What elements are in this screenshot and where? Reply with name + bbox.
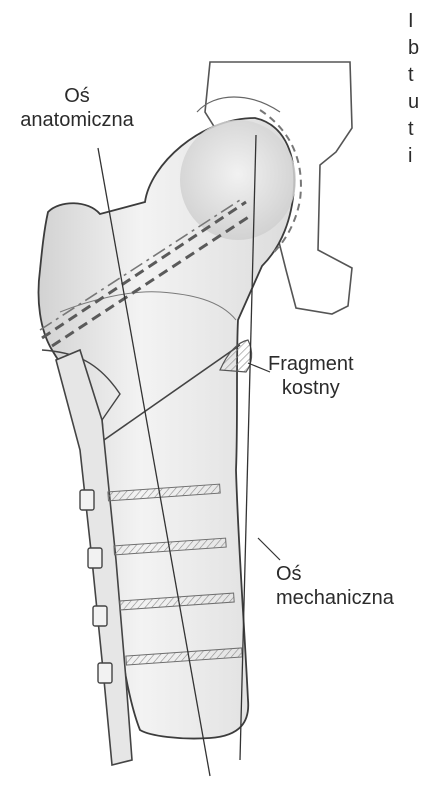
mechanical-axis-label-line-2: mechaniczna [276, 586, 394, 610]
femoral-head [180, 120, 296, 240]
anatomical-axis-label-line-2: anatomiczna [0, 108, 154, 132]
cropped-text-line: t [408, 116, 419, 143]
bone-fragment-label-line-2: kostny [268, 376, 354, 400]
mechanical-axis-label-line-1: Oś [276, 562, 394, 586]
cropped-text-line: I [408, 8, 419, 35]
plate-tab [93, 606, 107, 626]
bone-fragment-label: Fragment kostny [268, 352, 354, 400]
cropped-text-line: b [408, 35, 419, 62]
mechanical-axis-label: Oś mechaniczna [276, 562, 394, 610]
cropped-side-text: I b t u t i [408, 8, 419, 170]
plate-tab [98, 663, 112, 683]
bone-fragment-label-line-1: Fragment [268, 352, 354, 376]
cropped-text-line: t [408, 62, 419, 89]
plate-tab [88, 548, 102, 568]
anatomical-axis-label-line-1: Oś [0, 84, 154, 108]
anatomical-axis-label: Oś anatomiczna [0, 84, 154, 132]
cropped-text-line: i [408, 143, 419, 170]
mechanical-leader-line [258, 538, 280, 560]
fragment-leader-line [248, 363, 270, 372]
plate-tab [80, 490, 94, 510]
cropped-text-line: u [408, 89, 419, 116]
